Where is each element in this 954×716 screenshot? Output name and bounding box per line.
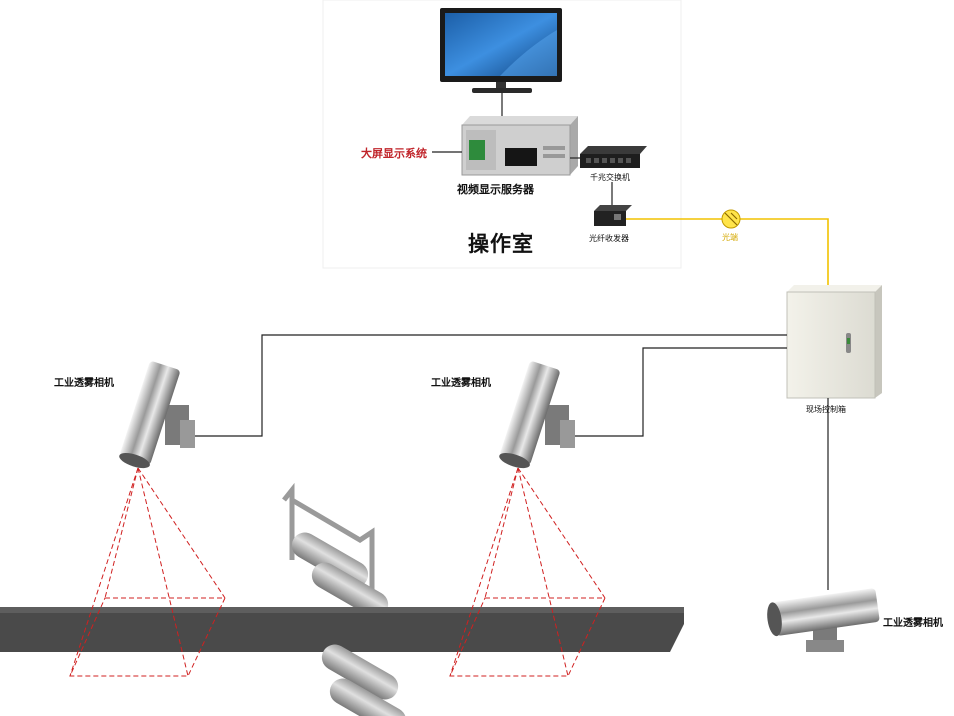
roller xyxy=(321,644,399,700)
camera-1-fov xyxy=(69,467,226,677)
control-box-label: 现场控制箱 xyxy=(806,405,846,414)
camera-1-label: 工业透雾相机 xyxy=(54,378,114,389)
camera-3-label: 工业透雾相机 xyxy=(883,618,943,629)
fiber-label: 光端 xyxy=(722,233,738,242)
roller xyxy=(311,562,389,618)
fiber-connector-icon xyxy=(721,209,741,229)
fiber-transceiver-icon xyxy=(594,205,632,226)
camera-2-label: 工业透雾相机 xyxy=(431,378,491,389)
monitor-icon xyxy=(440,8,562,93)
camera-2-icon xyxy=(499,361,575,469)
cable-box-camera-1 xyxy=(195,334,787,437)
transceiver-label: 光纤收发器 xyxy=(589,234,629,243)
roller xyxy=(291,532,369,588)
camera-1-icon xyxy=(119,361,195,469)
fiber-link-line xyxy=(626,218,829,285)
big-screen-label: 大屏显示系统 xyxy=(361,147,427,160)
conveyor-belt xyxy=(0,482,684,716)
switch-icon xyxy=(580,146,647,168)
server-label: 视频显示服务器 xyxy=(457,183,534,196)
cable-box-camera-2 xyxy=(572,347,787,437)
camera-3-icon xyxy=(767,588,880,652)
switch-label: 千兆交换机 xyxy=(590,173,630,182)
roller xyxy=(329,678,407,716)
control-box-icon xyxy=(786,285,882,399)
server-icon xyxy=(461,116,578,176)
control-room-title: 操作室 xyxy=(468,232,534,256)
camera-2-fov xyxy=(449,467,606,677)
